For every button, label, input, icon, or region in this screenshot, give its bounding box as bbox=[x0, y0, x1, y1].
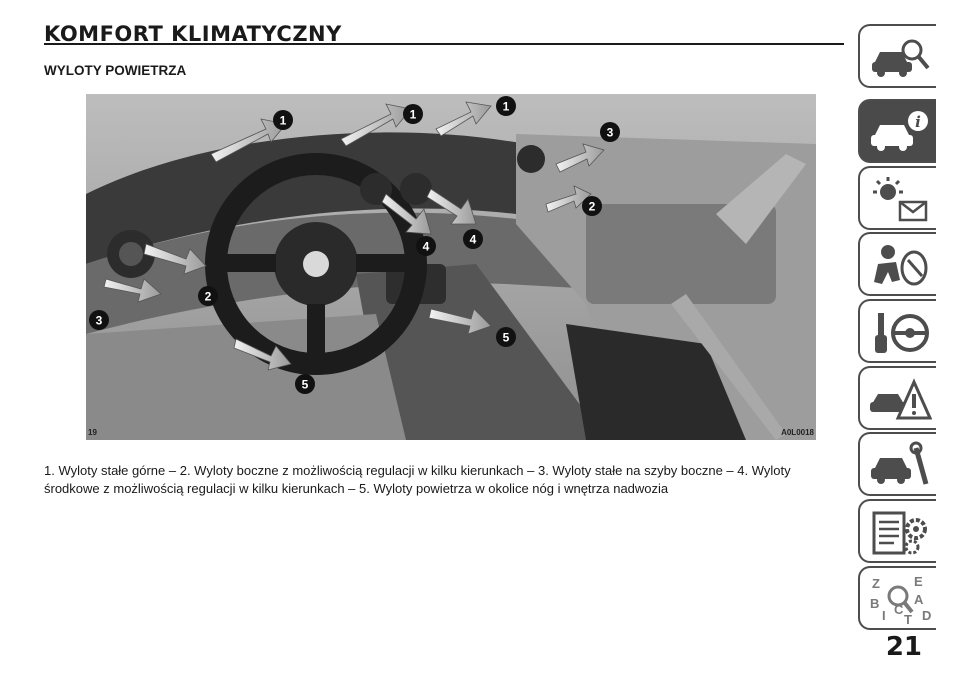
airbag-safety-icon bbox=[874, 245, 928, 286]
figure-caption: 1. Wyloty stałe górne – 2. Wyloty boczne… bbox=[44, 463, 791, 496]
page-title: KOMFORT KLIMATYCZNY bbox=[44, 22, 342, 46]
callout-5a: 5 bbox=[496, 327, 516, 347]
steering-wheel-icon bbox=[875, 313, 929, 353]
svg-text:5: 5 bbox=[302, 378, 309, 392]
tab-technical-data[interactable] bbox=[858, 499, 936, 563]
tab-car-info[interactable]: i bbox=[858, 99, 936, 163]
tab-service[interactable] bbox=[858, 432, 936, 496]
callout-2b: 2 bbox=[198, 286, 218, 306]
car-info-icon: i bbox=[871, 111, 928, 151]
callout-5b: 5 bbox=[295, 374, 315, 394]
svg-text:E: E bbox=[914, 574, 923, 589]
tab-safety[interactable] bbox=[858, 232, 936, 296]
callout-4b: 4 bbox=[416, 236, 436, 256]
svg-text:D: D bbox=[922, 608, 931, 623]
svg-text:2: 2 bbox=[589, 200, 596, 214]
car-service-icon bbox=[871, 441, 929, 485]
callout-1b: 1 bbox=[403, 104, 423, 124]
car-interior-illustration: 1 1 1 3 2 4 4 2 bbox=[86, 94, 816, 440]
svg-text:3: 3 bbox=[607, 126, 614, 140]
svg-text:T: T bbox=[904, 612, 912, 626]
emergency-triangle-icon bbox=[870, 378, 932, 420]
svg-text:i: i bbox=[915, 113, 921, 131]
svg-text:1: 1 bbox=[410, 108, 417, 122]
svg-text:Z: Z bbox=[872, 576, 880, 591]
car-inspection-icon bbox=[872, 39, 930, 77]
callout-3a: 3 bbox=[600, 122, 620, 142]
svg-text:4: 4 bbox=[423, 240, 430, 254]
tab-car-inspection[interactable] bbox=[858, 24, 936, 88]
tab-emergency[interactable] bbox=[858, 366, 936, 430]
svg-text:4: 4 bbox=[470, 233, 477, 247]
figure-number: 19 bbox=[88, 428, 97, 437]
svg-text:I: I bbox=[882, 608, 886, 623]
callout-2a: 2 bbox=[582, 196, 602, 216]
svg-text:B: B bbox=[870, 596, 879, 611]
warning-lights-icon bbox=[873, 177, 928, 222]
figure-code: A0L0018 bbox=[781, 428, 814, 437]
callout-1a: 1 bbox=[273, 110, 293, 130]
callout-1c: 1 bbox=[496, 96, 516, 116]
tab-warning-lights[interactable] bbox=[858, 166, 936, 230]
page-number: 21 bbox=[885, 632, 922, 662]
svg-text:2: 2 bbox=[205, 290, 212, 304]
callout-4a: 4 bbox=[463, 229, 483, 249]
tab-starting-driving[interactable] bbox=[858, 299, 936, 363]
svg-text:A: A bbox=[914, 592, 924, 607]
svg-text:5: 5 bbox=[503, 331, 510, 345]
title-rule bbox=[44, 43, 844, 45]
svg-text:1: 1 bbox=[280, 114, 287, 128]
air-vents-figure: 1 1 1 3 2 4 4 2 bbox=[86, 94, 816, 440]
callout-3b: 3 bbox=[89, 310, 109, 330]
technical-data-icon bbox=[872, 511, 927, 555]
section-heading: WYLOTY POWIETRZA bbox=[44, 63, 187, 78]
svg-text:1: 1 bbox=[503, 100, 510, 114]
svg-text:C: C bbox=[894, 602, 904, 617]
svg-text:3: 3 bbox=[96, 314, 103, 328]
